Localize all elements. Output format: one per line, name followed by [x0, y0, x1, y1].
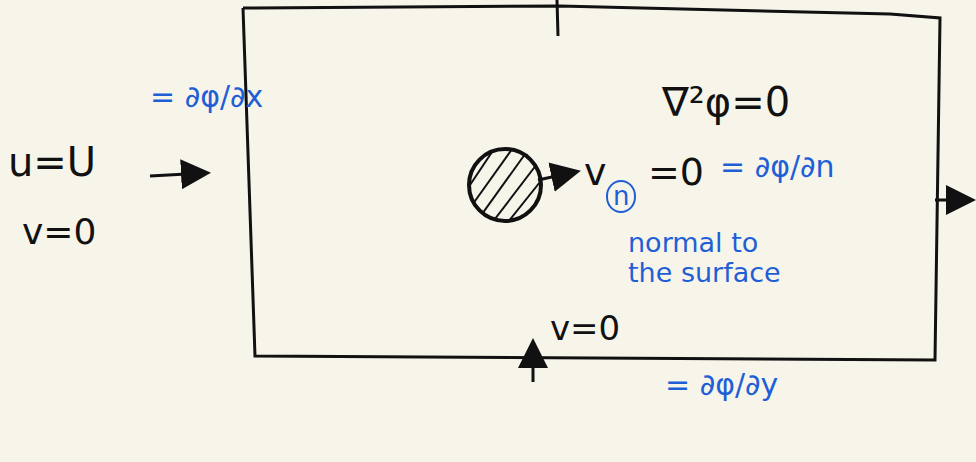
normal-subscript: n — [606, 180, 636, 213]
annotation-note: normal to the surface — [628, 228, 803, 287]
velocity-symbol: v — [584, 152, 607, 194]
potential-derivative: = ∂φ/∂n — [720, 150, 835, 183]
potential-derivative: = ∂φ/∂y — [665, 368, 778, 401]
governing-equation: ∇²φ=0 — [662, 80, 790, 124]
wall-condition: v=0 — [550, 310, 620, 347]
potential-derivative: = ∂φ/∂x — [150, 80, 263, 113]
inflow-condition: u=U — [8, 140, 96, 184]
wall-condition: =0 — [648, 152, 704, 194]
inflow-condition: v=0 — [22, 212, 96, 252]
domain-boundary — [243, 6, 940, 360]
